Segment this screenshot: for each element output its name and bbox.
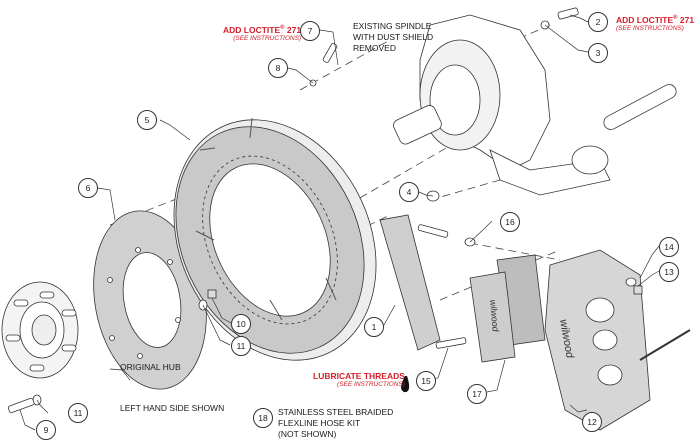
loctite-warning-right: ADD LOCTITE® 271 (SEE INSTRUCTIONS)	[616, 13, 694, 33]
hose-kit-line-2: FLEXLINE HOSE KIT	[278, 418, 361, 428]
warning-title: LUBRICATE THREADS	[313, 371, 405, 381]
callout-5: 5	[137, 110, 157, 130]
spindle-note-line-2: WITH DUST SHIELD	[353, 32, 434, 42]
callout-15: 15	[416, 371, 436, 391]
callout-11-hub: 11	[68, 403, 88, 423]
registered-mark: ®	[673, 15, 678, 21]
callout-11-washer: 11	[231, 336, 251, 356]
hose-kit-line-3: (NOT SHOWN)	[278, 429, 337, 439]
brake-pads: wilwood	[469, 254, 546, 363]
spindle-note: EXISTING SPINDLE WITH DUST SHIELD REMOVE…	[353, 21, 433, 54]
caliper-bracket	[379, 214, 467, 351]
callout-18: 18	[253, 408, 273, 428]
callout-16: 16	[500, 212, 520, 232]
warning-title: ADD LOCTITE	[223, 24, 281, 35]
leader-lines	[19, 14, 660, 431]
warning-suffix: 271	[677, 14, 695, 25]
callout-2: 2	[588, 12, 608, 32]
left-hand-side-label: LEFT HAND SIDE SHOWN	[120, 403, 225, 413]
callout-14: 14	[659, 237, 679, 257]
callout-7: 7	[300, 21, 320, 41]
callout-4: 4	[399, 182, 419, 202]
original-hub-label: ORIGINAL HUB	[120, 362, 181, 372]
lubricant-drop-icon	[401, 376, 410, 393]
warning-title: ADD LOCTITE	[616, 14, 674, 25]
callout-3: 3	[588, 43, 608, 63]
callout-6: 6	[78, 178, 98, 198]
rotor-hat	[93, 210, 207, 390]
original-hub	[1, 281, 79, 379]
registered-mark: ®	[280, 25, 285, 31]
brake-rotor	[173, 117, 377, 361]
warning-note: (SEE INSTRUCTIONS)	[337, 381, 405, 388]
svg-text:wilwood: wilwood	[488, 299, 501, 333]
existing-spindle	[393, 14, 677, 196]
callout-8: 8	[268, 58, 288, 78]
lubricate-warning: LUBRICATE THREADS (SEE INSTRUCTIONS)	[313, 371, 405, 389]
callout-17: 17	[467, 384, 487, 404]
brake-caliper: wilwood	[544, 249, 691, 431]
callout-10: 10	[231, 314, 251, 334]
warning-suffix: 271	[284, 24, 302, 35]
spindle-note-line-3: REMOVED	[353, 43, 396, 53]
spindle-note-line-1: EXISTING SPINDLE	[353, 21, 432, 31]
callout-12: 12	[582, 412, 602, 432]
callout-9: 9	[36, 420, 56, 440]
warning-note: (SEE INSTRUCTIONS)	[616, 24, 684, 32]
warning-note: (SEE INSTRUCTIONS)	[233, 34, 302, 42]
loctite-warning-left: ADD LOCTITE® 271 (SEE INSTRUCTIONS)	[223, 23, 301, 43]
callout-13: 13	[659, 262, 679, 282]
hose-kit-line-1: STAINLESS STEEL BRAIDED	[278, 407, 394, 417]
callout-1: 1	[364, 317, 384, 337]
hose-kit-note: STAINLESS STEEL BRAIDED FLEXLINE HOSE KI…	[278, 407, 393, 440]
